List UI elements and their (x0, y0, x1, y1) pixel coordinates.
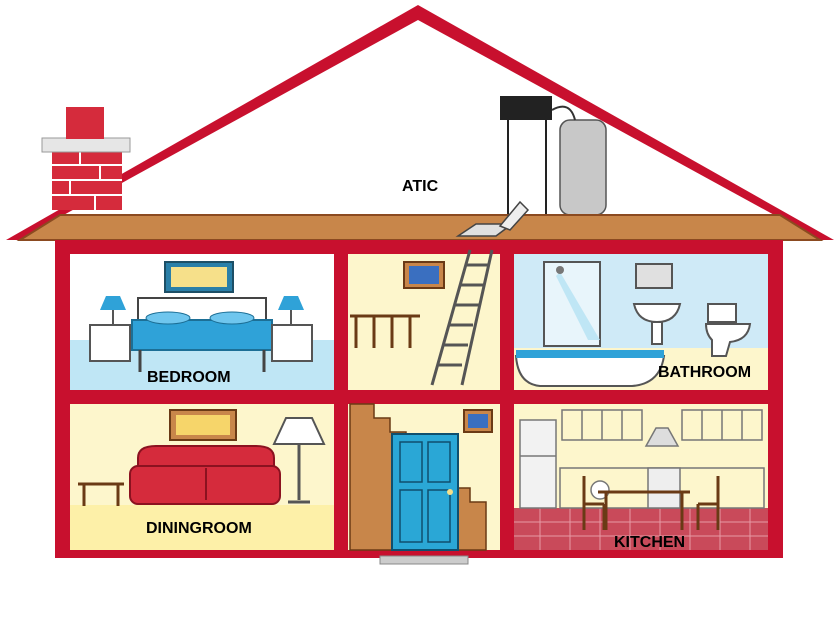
door-icon (391, 433, 459, 551)
kitchen-room (514, 404, 768, 550)
chair-icon (696, 476, 720, 530)
ladder-icon (430, 249, 494, 386)
picture-frame-icon (463, 409, 493, 433)
picture-frame-icon (169, 409, 237, 441)
doorstep (379, 555, 469, 565)
cabinet-icon (561, 409, 763, 441)
table-icon (78, 482, 124, 506)
shower-icon (543, 261, 601, 347)
stove-icon (590, 467, 681, 509)
floor-lamp-icon (272, 417, 326, 504)
diningroom-room (70, 404, 334, 550)
picture-frame-icon (403, 261, 445, 289)
hallway-room (348, 403, 500, 551)
bed-icon (131, 297, 273, 372)
attic-label: ATIC (402, 178, 439, 195)
kitchen-label: KITCHEN (614, 534, 686, 551)
lamp-icon (89, 296, 131, 362)
ladder-room (348, 249, 500, 390)
attic-hatch-icon (455, 200, 530, 237)
lamp-icon (271, 296, 313, 362)
fridge-icon (519, 419, 557, 509)
sofa-icon (129, 445, 281, 505)
bathtub-icon (514, 350, 666, 387)
bathroom-label: BATHROOM (658, 364, 752, 381)
chimney-icon (41, 107, 131, 210)
water-heater-icon (500, 96, 607, 216)
bathroom-room (514, 254, 768, 390)
chair-icon (582, 476, 606, 530)
bedroom-label: BEDROOM (147, 369, 231, 386)
table-icon (598, 490, 690, 530)
bedroom-room (70, 254, 334, 390)
roof (6, 5, 834, 240)
sink-icon (632, 303, 682, 345)
picture-frame-icon (164, 261, 234, 293)
diningroom-label: DININGROOM (146, 520, 252, 537)
range-hood-icon (644, 427, 680, 447)
toilet-icon (704, 303, 752, 357)
attic-floor (16, 214, 824, 241)
